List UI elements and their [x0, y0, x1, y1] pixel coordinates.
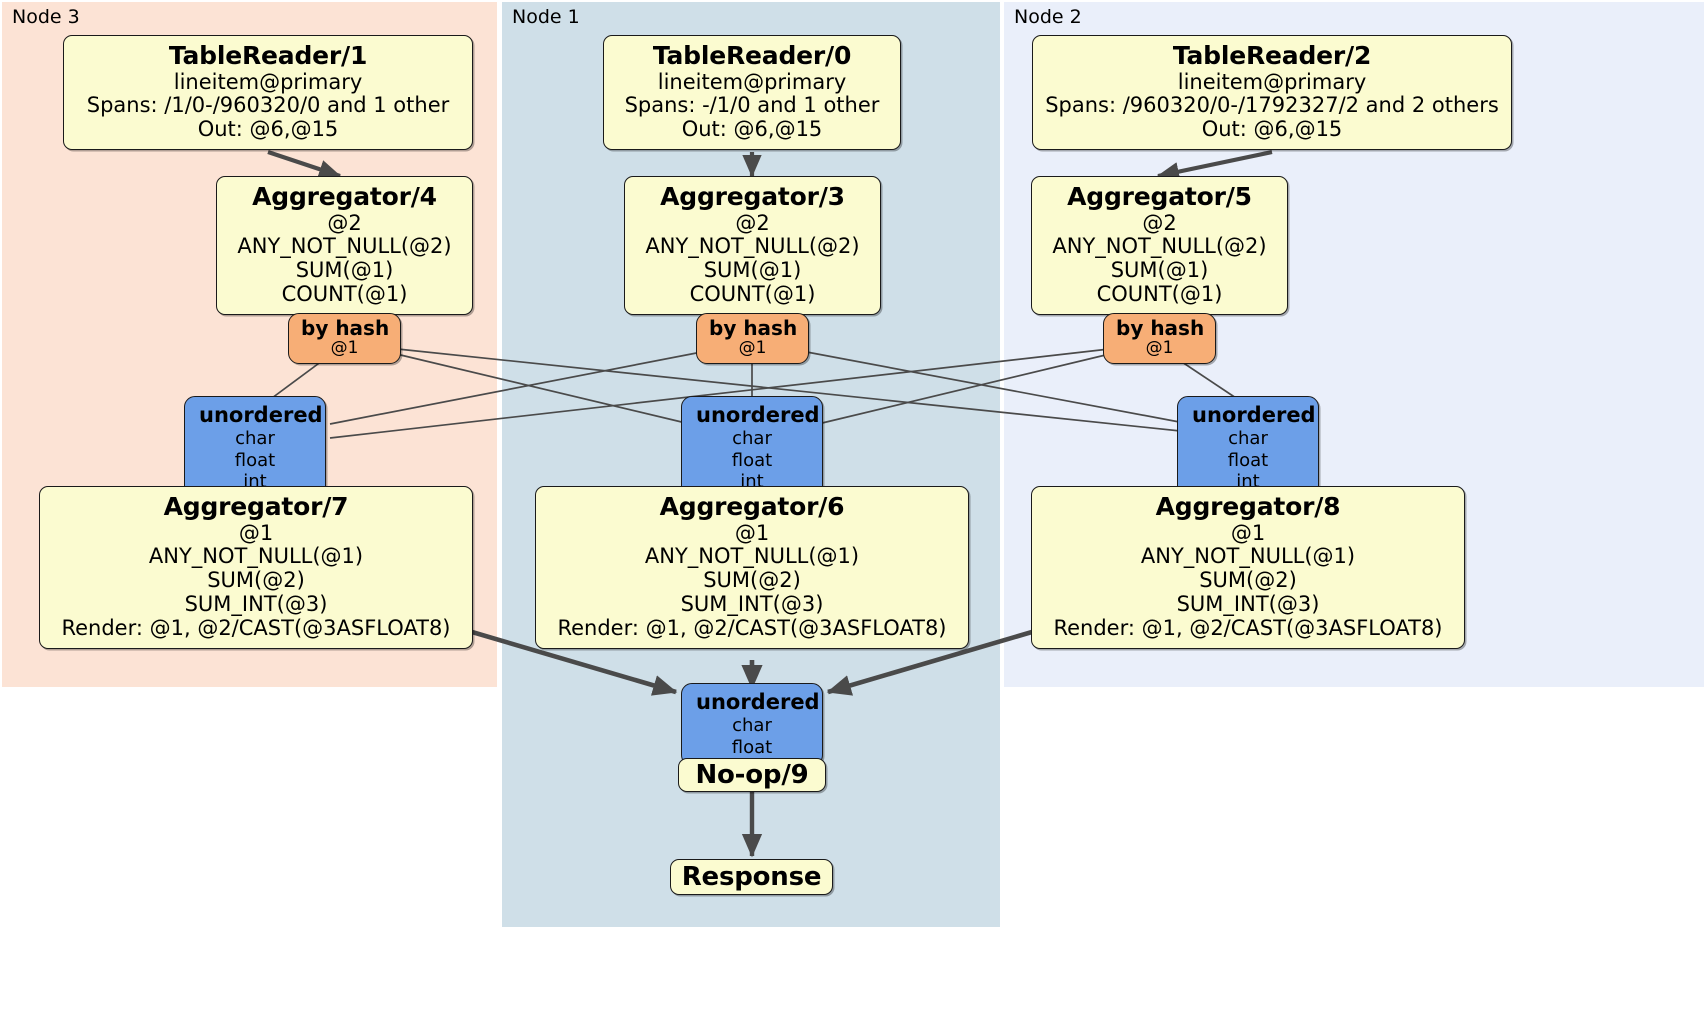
processor-aggregator-5[interactable]: Aggregator/5 @2 ANY_NOT_NULL(@2) SUM(@1)… — [1031, 176, 1288, 316]
processor-title: No-op/9 — [695, 760, 809, 790]
processor-detail-line: Out: @6,@15 — [681, 117, 823, 142]
router-by-hash-node2[interactable]: by hash @1 — [1103, 313, 1216, 365]
synchronizer-type-line: char — [732, 715, 772, 737]
processor-aggregator-8[interactable]: Aggregator/8 @1 ANY_NOT_NULL(@1) SUM(@2)… — [1031, 486, 1465, 650]
processor-detail-line: SUM_INT(@3) — [1176, 592, 1320, 617]
router-detail-line: @1 — [330, 338, 359, 359]
processor-detail-line: Render: @1, @2/CAST(@3ASFLOAT8) — [557, 616, 947, 641]
processor-title: Aggregator/4 — [252, 182, 437, 211]
processor-detail-line: SUM(@2) — [1199, 568, 1297, 593]
processor-title: Aggregator/8 — [1155, 492, 1341, 521]
processor-title: TableReader/2 — [1172, 41, 1372, 70]
processor-detail-line: @2 — [1142, 210, 1177, 235]
node-panel-label-node3: Node 3 — [12, 6, 80, 28]
processor-detail-line: ANY_NOT_NULL(@1) — [644, 544, 860, 569]
node-panel-label-node1: Node 1 — [512, 6, 580, 28]
router-title: by hash — [1116, 316, 1205, 340]
processor-title: TableReader/0 — [652, 41, 852, 70]
processor-title: Response — [681, 862, 822, 892]
synchronizer-unordered-final[interactable]: unordered char float — [681, 683, 823, 767]
processor-detail-line: SUM(@1) — [1110, 258, 1209, 283]
processor-detail-line: SUM(@2) — [703, 568, 801, 593]
synchronizer-type-line: float — [731, 736, 773, 758]
router-detail-line: @1 — [1145, 338, 1174, 359]
processor-detail-line: Out: @6,@15 — [1201, 117, 1343, 142]
synchronizer-unordered-node2[interactable]: unordered char float int — [1177, 396, 1319, 501]
processor-detail-line: ANY_NOT_NULL(@2) — [1052, 234, 1267, 259]
processor-detail-line: @1 — [734, 520, 770, 545]
processor-detail-line: SUM(@2) — [207, 568, 305, 593]
processor-detail-line: @2 — [327, 210, 362, 235]
processor-title: Aggregator/7 — [163, 492, 349, 521]
router-detail-line: @1 — [738, 338, 767, 359]
processor-tablereader-2[interactable]: TableReader/2 lineitem@primary Spans: /9… — [1032, 35, 1512, 151]
router-by-hash-node1[interactable]: by hash @1 — [696, 313, 809, 365]
processor-noop-9[interactable]: No-op/9 — [678, 758, 826, 792]
node-panel-label-node2: Node 2 — [1014, 6, 1082, 28]
processor-detail-line: @2 — [735, 210, 770, 235]
processor-detail-line: lineitem@primary — [173, 69, 363, 94]
synchronizer-type-line: char — [235, 428, 275, 450]
processor-title: Aggregator/6 — [659, 492, 845, 521]
processor-response[interactable]: Response — [670, 859, 833, 895]
processor-detail-line: SUM_INT(@3) — [184, 592, 328, 617]
processor-title: Aggregator/5 — [1067, 182, 1252, 211]
processor-aggregator-4[interactable]: Aggregator/4 @2 ANY_NOT_NULL(@2) SUM(@1)… — [216, 176, 473, 316]
processor-detail-line: SUM(@1) — [703, 258, 802, 283]
processor-title: Aggregator/3 — [660, 182, 845, 211]
processor-detail-line: COUNT(@1) — [281, 282, 408, 307]
processor-detail-line: COUNT(@1) — [689, 282, 816, 307]
processor-detail-line: Spans: /960320/0-/1792327/2 and 2 others — [1045, 93, 1499, 118]
processor-detail-line: @1 — [1230, 520, 1266, 545]
processor-detail-line: ANY_NOT_NULL(@1) — [148, 544, 364, 569]
processor-detail-line: ANY_NOT_NULL(@2) — [237, 234, 452, 259]
processor-detail-line: Spans: -/1/0 and 1 other — [624, 93, 880, 118]
processor-detail-line: Render: @1, @2/CAST(@3ASFLOAT8) — [61, 616, 451, 641]
processor-detail-line: Out: @6,@15 — [197, 117, 339, 142]
synchronizer-unordered-node3[interactable]: unordered char float int — [184, 396, 326, 501]
synchronizer-type-line: char — [732, 428, 772, 450]
processor-aggregator-3[interactable]: Aggregator/3 @2 ANY_NOT_NULL(@2) SUM(@1)… — [624, 176, 881, 316]
router-title: by hash — [301, 316, 390, 340]
synchronizer-title: unordered — [696, 403, 820, 427]
processor-detail-line: Spans: /1/0-/960320/0 and 1 other — [86, 93, 450, 118]
processor-detail-line: lineitem@primary — [1177, 69, 1367, 94]
processor-title: TableReader/1 — [168, 41, 368, 70]
router-title: by hash — [709, 316, 798, 340]
processor-detail-line: lineitem@primary — [657, 69, 847, 94]
synchronizer-type-line: char — [1228, 428, 1268, 450]
processor-detail-line: COUNT(@1) — [1096, 282, 1223, 307]
processor-detail-line: Render: @1, @2/CAST(@3ASFLOAT8) — [1053, 616, 1443, 641]
synchronizer-title: unordered — [1192, 403, 1316, 427]
synchronizer-type-line: float — [234, 449, 276, 471]
processor-detail-line: SUM_INT(@3) — [680, 592, 824, 617]
processor-tablereader-0[interactable]: TableReader/0 lineitem@primary Spans: -/… — [603, 35, 901, 151]
synchronizer-unordered-node1[interactable]: unordered char float int — [681, 396, 823, 501]
synchronizer-title: unordered — [696, 690, 820, 714]
synchronizer-type-line: float — [1227, 449, 1269, 471]
router-by-hash-node3[interactable]: by hash @1 — [288, 313, 401, 365]
processor-detail-line: ANY_NOT_NULL(@2) — [645, 234, 860, 259]
processor-detail-line: ANY_NOT_NULL(@1) — [1140, 544, 1356, 569]
synchronizer-title: unordered — [199, 403, 323, 427]
processor-aggregator-6[interactable]: Aggregator/6 @1 ANY_NOT_NULL(@1) SUM(@2)… — [535, 486, 969, 650]
processor-aggregator-7[interactable]: Aggregator/7 @1 ANY_NOT_NULL(@1) SUM(@2)… — [39, 486, 473, 650]
processor-detail-line: SUM(@1) — [295, 258, 394, 283]
processor-detail-line: @1 — [238, 520, 274, 545]
synchronizer-type-line: float — [731, 449, 773, 471]
processor-tablereader-1[interactable]: TableReader/1 lineitem@primary Spans: /1… — [63, 35, 473, 151]
